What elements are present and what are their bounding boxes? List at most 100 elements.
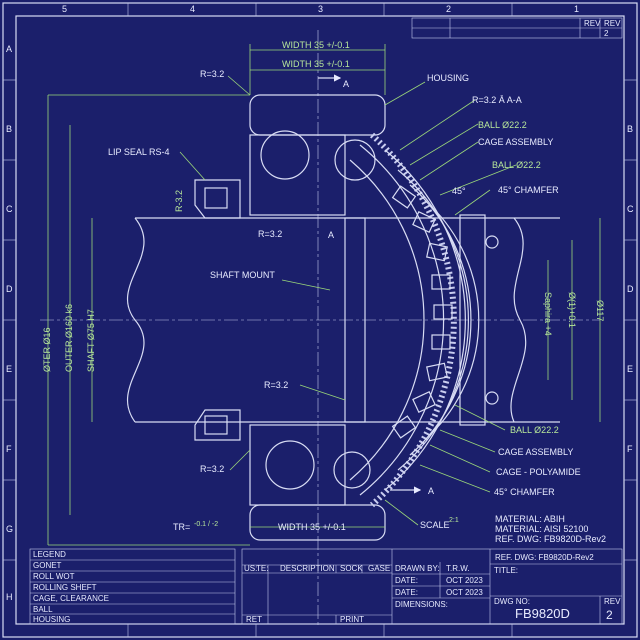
label-cage-assembly-1: CAGE ASSEMBLY <box>478 137 553 147</box>
label-r32-bottom: R=3.2 <box>200 464 224 474</box>
legend-item-4: CAGE, CLEARANCE <box>33 594 109 603</box>
label-angle-45: 45° <box>452 186 466 196</box>
lip-seal-top <box>194 179 241 219</box>
side-letter-e: E <box>6 364 12 374</box>
label-width-top-2: WIDTH 35 +/-0.1 <box>282 59 350 69</box>
label-chamfer-2: 45° CHAMFER <box>494 487 555 497</box>
label-right-dim-3: Ø117 <box>595 300 605 321</box>
housing-top <box>249 94 386 216</box>
label-shaft-mount: SHAFT MOUNT <box>210 270 275 280</box>
side-letter-h: H <box>6 592 13 602</box>
tb-dwg-no: FB9820D <box>515 606 570 621</box>
rev-box-label: REV <box>584 19 601 28</box>
label-outer-160: OUTER Ø160 k6 <box>64 304 74 372</box>
tb-title: TITLE: <box>494 566 518 575</box>
label-dia-outer: ØTER Ø16 <box>42 327 52 372</box>
side-letter-f: F <box>6 444 12 454</box>
rev-box-label-2: REV <box>604 19 621 28</box>
top-number-4: 4 <box>190 4 195 14</box>
tb-date2: DATE: <box>395 588 418 597</box>
tb-dimensions: DIMENSIONS: <box>395 600 448 609</box>
label-section-bottom: A <box>428 486 434 496</box>
tb-date2-val: OCT 2023 <box>446 588 483 597</box>
tb-col-us: US: <box>244 564 257 573</box>
tb-col-gase: GASE <box>368 564 390 573</box>
cage-rollers <box>391 185 453 439</box>
label-ref-dwg-1: REF. DWG: FB9820D-Rev2 <box>495 534 606 544</box>
keyway-top <box>485 235 499 249</box>
label-material-1: MATERIAL: ABIH <box>495 514 565 524</box>
side-letter-a: A <box>6 44 12 54</box>
side-letter-d: D <box>6 284 13 294</box>
legend-table <box>29 548 236 625</box>
label-ball-2: BALL Ø22.2 <box>492 160 541 170</box>
label-cage-poly: CAGE - POLYAMIDE <box>496 467 581 477</box>
label-r32-low: R=3.2 <box>264 380 288 390</box>
legend-item-2: ROLL WOT <box>33 572 75 581</box>
tb-drawn-by: DRAWN BY: <box>395 564 440 573</box>
tb-drawn-by-val: T.R.W. <box>446 564 470 573</box>
side-letter-f-right: F <box>627 444 633 454</box>
label-section-top: A <box>343 79 349 89</box>
side-letter-d-right: D <box>627 284 634 294</box>
top-number-5: 5 <box>62 4 67 14</box>
label-chamfer-1: 45° CHAMFER <box>498 185 559 195</box>
label-ball-3: BALL Ø22.2 <box>510 425 559 435</box>
label-right-dim-1: Saphira +4 <box>543 292 553 336</box>
border-ticks <box>3 3 637 637</box>
tb-rev-label: REV <box>604 597 621 606</box>
legend-item-3: ROLLING SHEFT <box>33 583 97 592</box>
tb-rev: 2 <box>606 608 613 622</box>
inner-ring <box>344 217 366 423</box>
side-letter-c-right: C <box>627 204 634 214</box>
tb-ret: RET <box>246 615 262 624</box>
legend-item-1: GONET <box>33 561 62 570</box>
housing-bottom <box>249 424 386 541</box>
label-tr-tol: -0.1 / -2 <box>194 521 218 528</box>
label-r32-mid: R=3.2 <box>258 229 282 239</box>
label-width-bottom: WIDTH 35 +/-0.1 <box>278 522 346 532</box>
legend-item-6: HOUSING <box>33 615 70 624</box>
label-shaft-75: SHAFT Ø75 H7 <box>86 309 96 372</box>
label-scale: SCALE <box>420 520 450 530</box>
label-a-mid: A <box>328 230 334 240</box>
keyway-bottom <box>485 391 499 405</box>
title-block <box>241 548 623 625</box>
label-tr: TR= <box>173 522 190 532</box>
rev-box-value: 2 <box>604 29 609 38</box>
tb-dwg-no-label: DWG NO: <box>494 597 530 606</box>
label-material-2: MATERIAL: AISI 52100 <box>495 524 588 534</box>
label-lip-seal: LIP SEAL RS-4 <box>108 147 170 157</box>
label-r32-top: R=3.2 <box>200 69 224 79</box>
tb-col-desc: DESCRIPTION <box>280 564 335 573</box>
label-cage-assembly-2: CAGE ASSEMBLY <box>498 447 573 457</box>
dimension-lines <box>47 44 601 546</box>
label-r32-side: R-3.2 <box>174 190 184 212</box>
section-arrows <box>318 74 422 494</box>
cage-assembly-arc <box>349 132 480 508</box>
label-housing: HOUSING <box>427 73 469 83</box>
legend-item-5: BALL <box>33 605 53 614</box>
leader-lines <box>179 75 517 526</box>
tb-date1-val: OCT 2023 <box>446 576 483 585</box>
legend-item-0: LEGEND <box>33 550 66 559</box>
tb-print: PRINT <box>340 615 364 624</box>
label-section-note: R=3.2 Ā A-A <box>472 95 522 105</box>
label-scale-ratio: 2:1 <box>449 517 459 524</box>
lip-seal-bottom <box>194 409 241 441</box>
top-number-2: 2 <box>446 4 451 14</box>
tb-ref-dwg: REF. DWG: FB9820D-Rev2 <box>495 553 594 562</box>
top-number-3: 3 <box>318 4 323 14</box>
ball-bottom-right <box>333 451 371 489</box>
ball-top-left <box>260 130 310 180</box>
side-letter-c: C <box>6 204 13 214</box>
side-letter-g: G <box>6 524 13 534</box>
ball-bottom-left <box>265 440 315 490</box>
tb-date1: DATE: <box>395 576 418 585</box>
side-letter-e-right: E <box>627 364 633 374</box>
revision-box: REV REV 2 <box>411 17 623 39</box>
top-number-1: 1 <box>574 4 579 14</box>
side-letter-b: B <box>6 124 12 134</box>
tb-col-te: TE: <box>256 564 268 573</box>
